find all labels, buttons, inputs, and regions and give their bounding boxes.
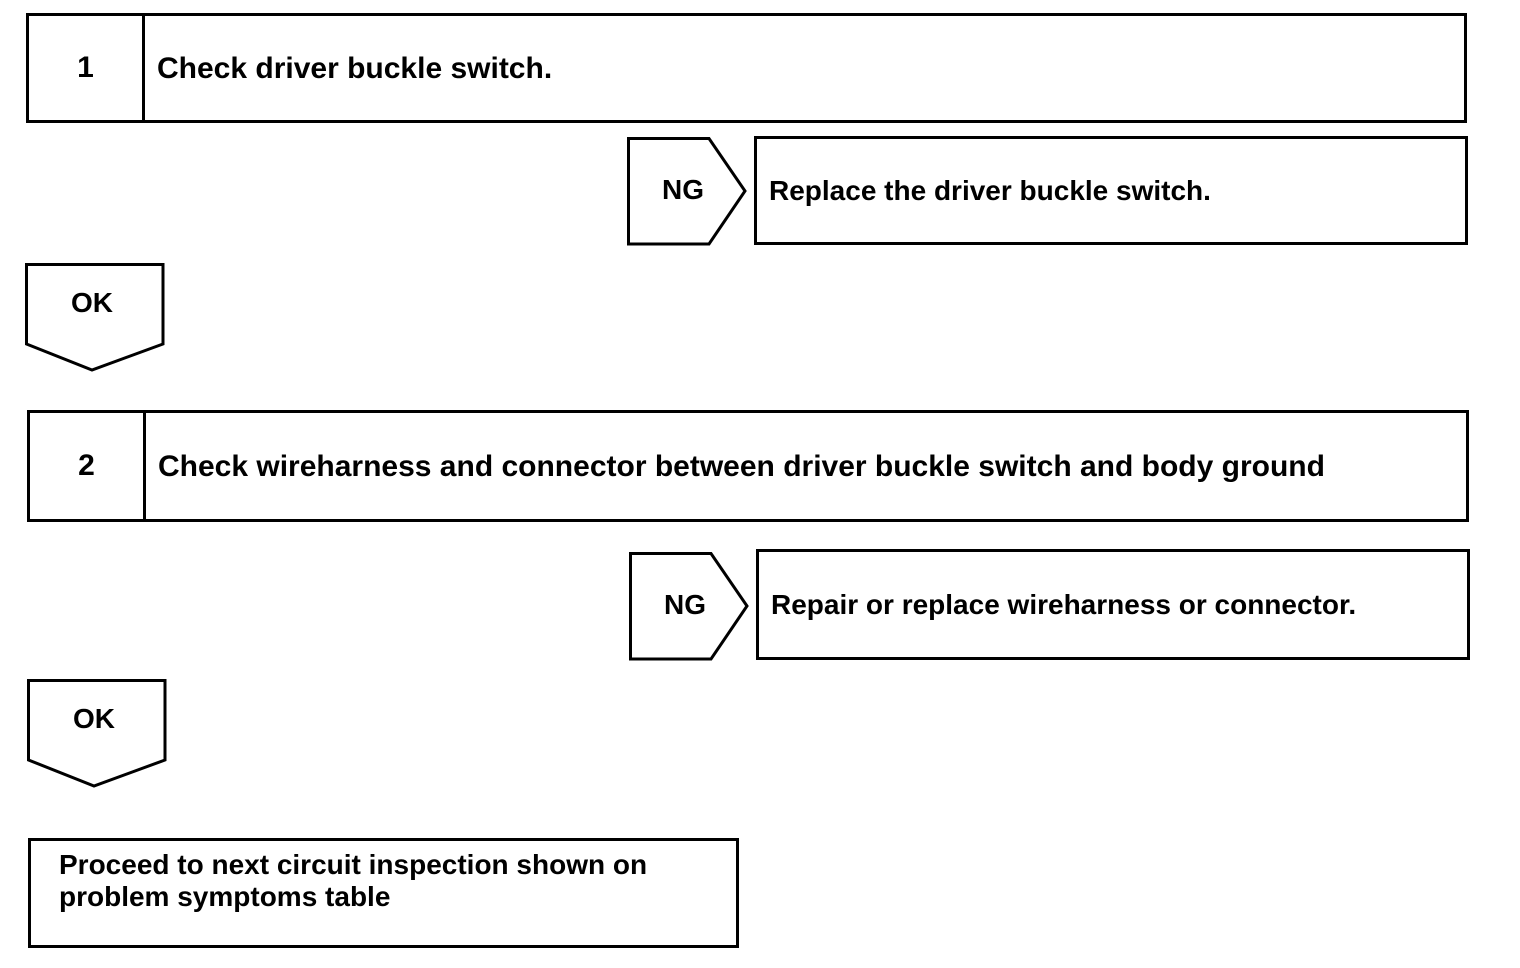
step-2-text: Check wireharness and connector between … [158,449,1325,483]
ng-label-1: NG [662,174,704,205]
ng-result-2-text: Repair or replace wireharness or connect… [771,588,1357,620]
ng-arrow-1-shape [627,137,747,246]
ok-arrow-2: OK [27,679,169,789]
ng-arrow-2: NG [629,552,749,662]
ng-arrow-2-shape [629,552,749,661]
ok-label-2: OK [73,703,115,734]
final-step-box: Proceed to next circuit inspection shown… [28,838,739,948]
step-1-number: 1 [29,16,145,120]
step-2-number: 2 [30,413,146,519]
step-1-box: 1 Check driver buckle switch. [26,13,1467,123]
ok-label-1: OK [71,287,113,318]
step-2-box: 2 Check wireharness and connector betwee… [27,410,1469,522]
ok-arrow-1: OK [25,263,167,373]
ok-arrow-1-shape [25,263,165,372]
ng-result-1-text: Replace the driver buckle switch. [769,174,1211,206]
final-step-text: Proceed to next circuit inspection shown… [59,849,648,912]
ng-arrow-1: NG [627,137,747,247]
ng-result-1-box: Replace the driver buckle switch. [754,136,1468,245]
ng-result-2-box: Repair or replace wireharness or connect… [756,549,1470,660]
step-1-text: Check driver buckle switch. [157,51,553,85]
ok-arrow-2-shape [27,679,167,788]
ng-label-2: NG [664,589,706,620]
